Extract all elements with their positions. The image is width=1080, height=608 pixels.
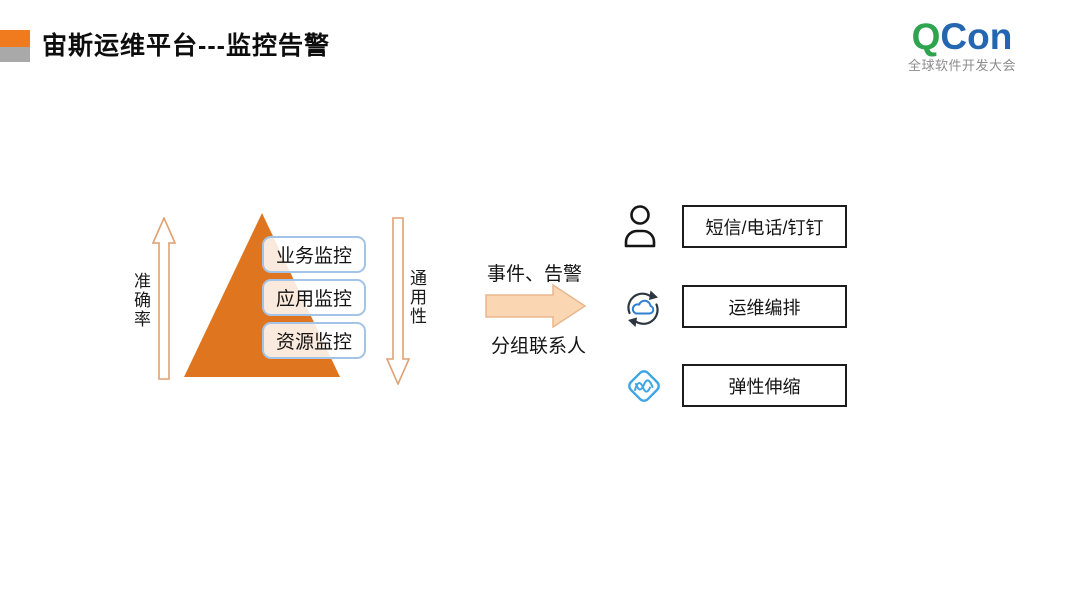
output-box-notification: 短信/电话/钉钉 [682,205,847,248]
cloud-sync-icon [627,290,659,327]
accuracy-up-arrow-icon [151,217,177,380]
accuracy-axis-label: 准确率 [131,272,150,329]
qcon-logo-con: Con [940,16,1013,57]
qcon-logo: QCon 全球软件开发大会 [902,18,1022,72]
generality-down-arrow-icon [385,217,411,385]
output-box-orchestration: 运维编排 [682,285,847,328]
qcon-wordmark: QCon [902,18,1022,55]
title-bullet-orange [0,30,30,47]
title-bullet-gray [0,47,30,62]
pyramid-level-business: 业务监控 [262,236,366,273]
title-bullet [0,30,30,62]
flow-top-label: 事件、告警 [487,264,583,285]
pyramid-level-resource: 资源监控 [262,322,366,359]
page-title: 宙斯运维平台---监控告警 [42,32,330,60]
pyramid-level-application: 应用监控 [262,279,366,316]
user-icon [624,205,656,248]
qcon-logo-q: Q [911,16,941,57]
elastic-scaling-icon [628,370,660,402]
generality-axis-label: 通用性 [407,269,426,326]
qcon-tagline: 全球软件开发大会 [907,58,1016,73]
flow-bottom-label: 分组联系人 [491,336,587,357]
flow-right-arrow-icon [485,283,587,329]
output-box-scaling: 弹性伸缩 [682,364,847,407]
